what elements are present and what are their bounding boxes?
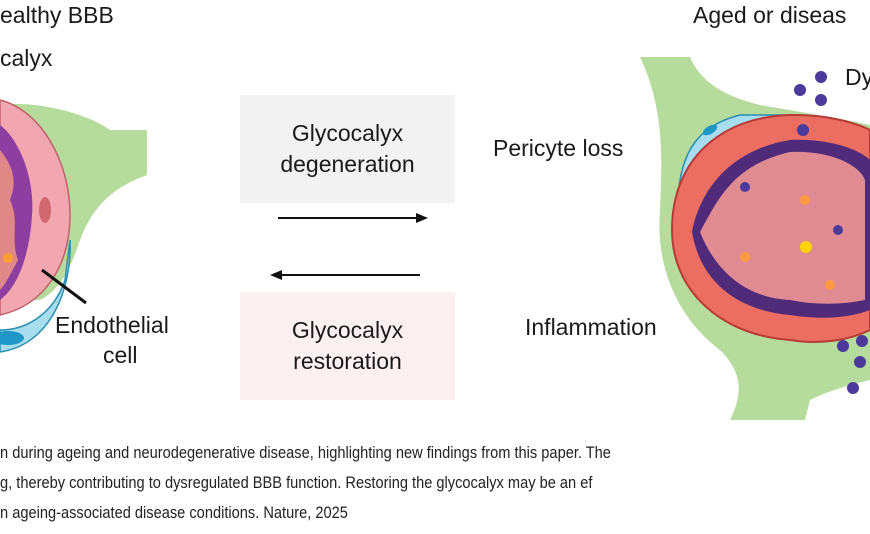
pericyte-loss-label: Pericyte loss [493,135,624,161]
caption-line1: n during ageing and neurodegenerative di… [0,443,611,462]
restoration-line1: Glycocalyx [291,317,404,343]
restoration-box: Glycocalyx restoration [240,292,455,400]
healthy-vessel [0,99,147,353]
endothelial-label-line1: Endothelial [55,312,169,338]
healthy-bbb-title: ealthy BBB [0,2,114,28]
caption-line2: g, thereby contributing to dysregulated … [0,473,593,492]
caption-line3: n ageing-associated disease conditions. … [0,503,348,522]
aged-vessel [640,57,870,420]
dys-label: Dy [845,64,870,90]
reverse-arrow [270,270,420,280]
forward-arrow [278,213,428,223]
degeneration-box: Glycocalyx degeneration [240,95,455,203]
aged-title: Aged or diseas [693,2,847,28]
endothelial-label-line2: cell [103,342,138,368]
glycocalyx-label: calyx [0,45,53,71]
degeneration-line2: degeneration [280,151,415,177]
restoration-line2: restoration [293,348,402,374]
inflammation-label: Inflammation [525,314,657,340]
degeneration-line1: Glycocalyx [291,120,404,146]
